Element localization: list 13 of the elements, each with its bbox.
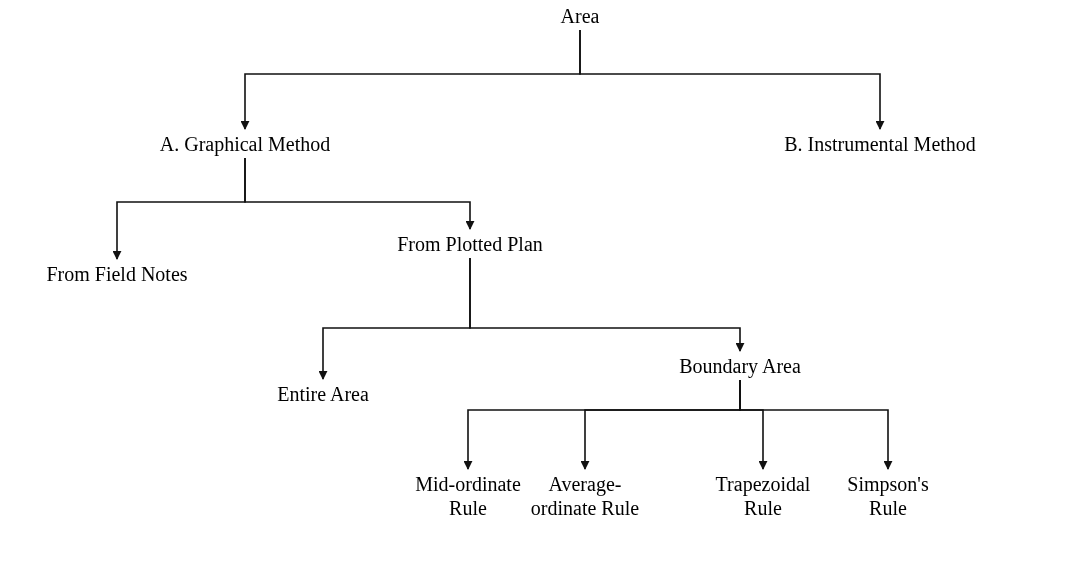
node-label: Simpson's Rule (842, 472, 934, 520)
node-label: Trapezoidal Rule (708, 472, 818, 520)
node-label: Boundary Area (675, 354, 805, 378)
node-label: Entire Area (273, 382, 373, 406)
arrow (579, 29, 885, 130)
arrow (739, 379, 893, 470)
arrow (469, 257, 745, 352)
node-label: Area (556, 4, 604, 28)
node-label: From Plotted Plan (393, 232, 547, 256)
node-label: A. Graphical Method (155, 132, 335, 156)
arrow (244, 157, 475, 230)
node-label: B. Instrumental Method (780, 132, 980, 156)
node-label: From Field Notes (42, 262, 192, 286)
